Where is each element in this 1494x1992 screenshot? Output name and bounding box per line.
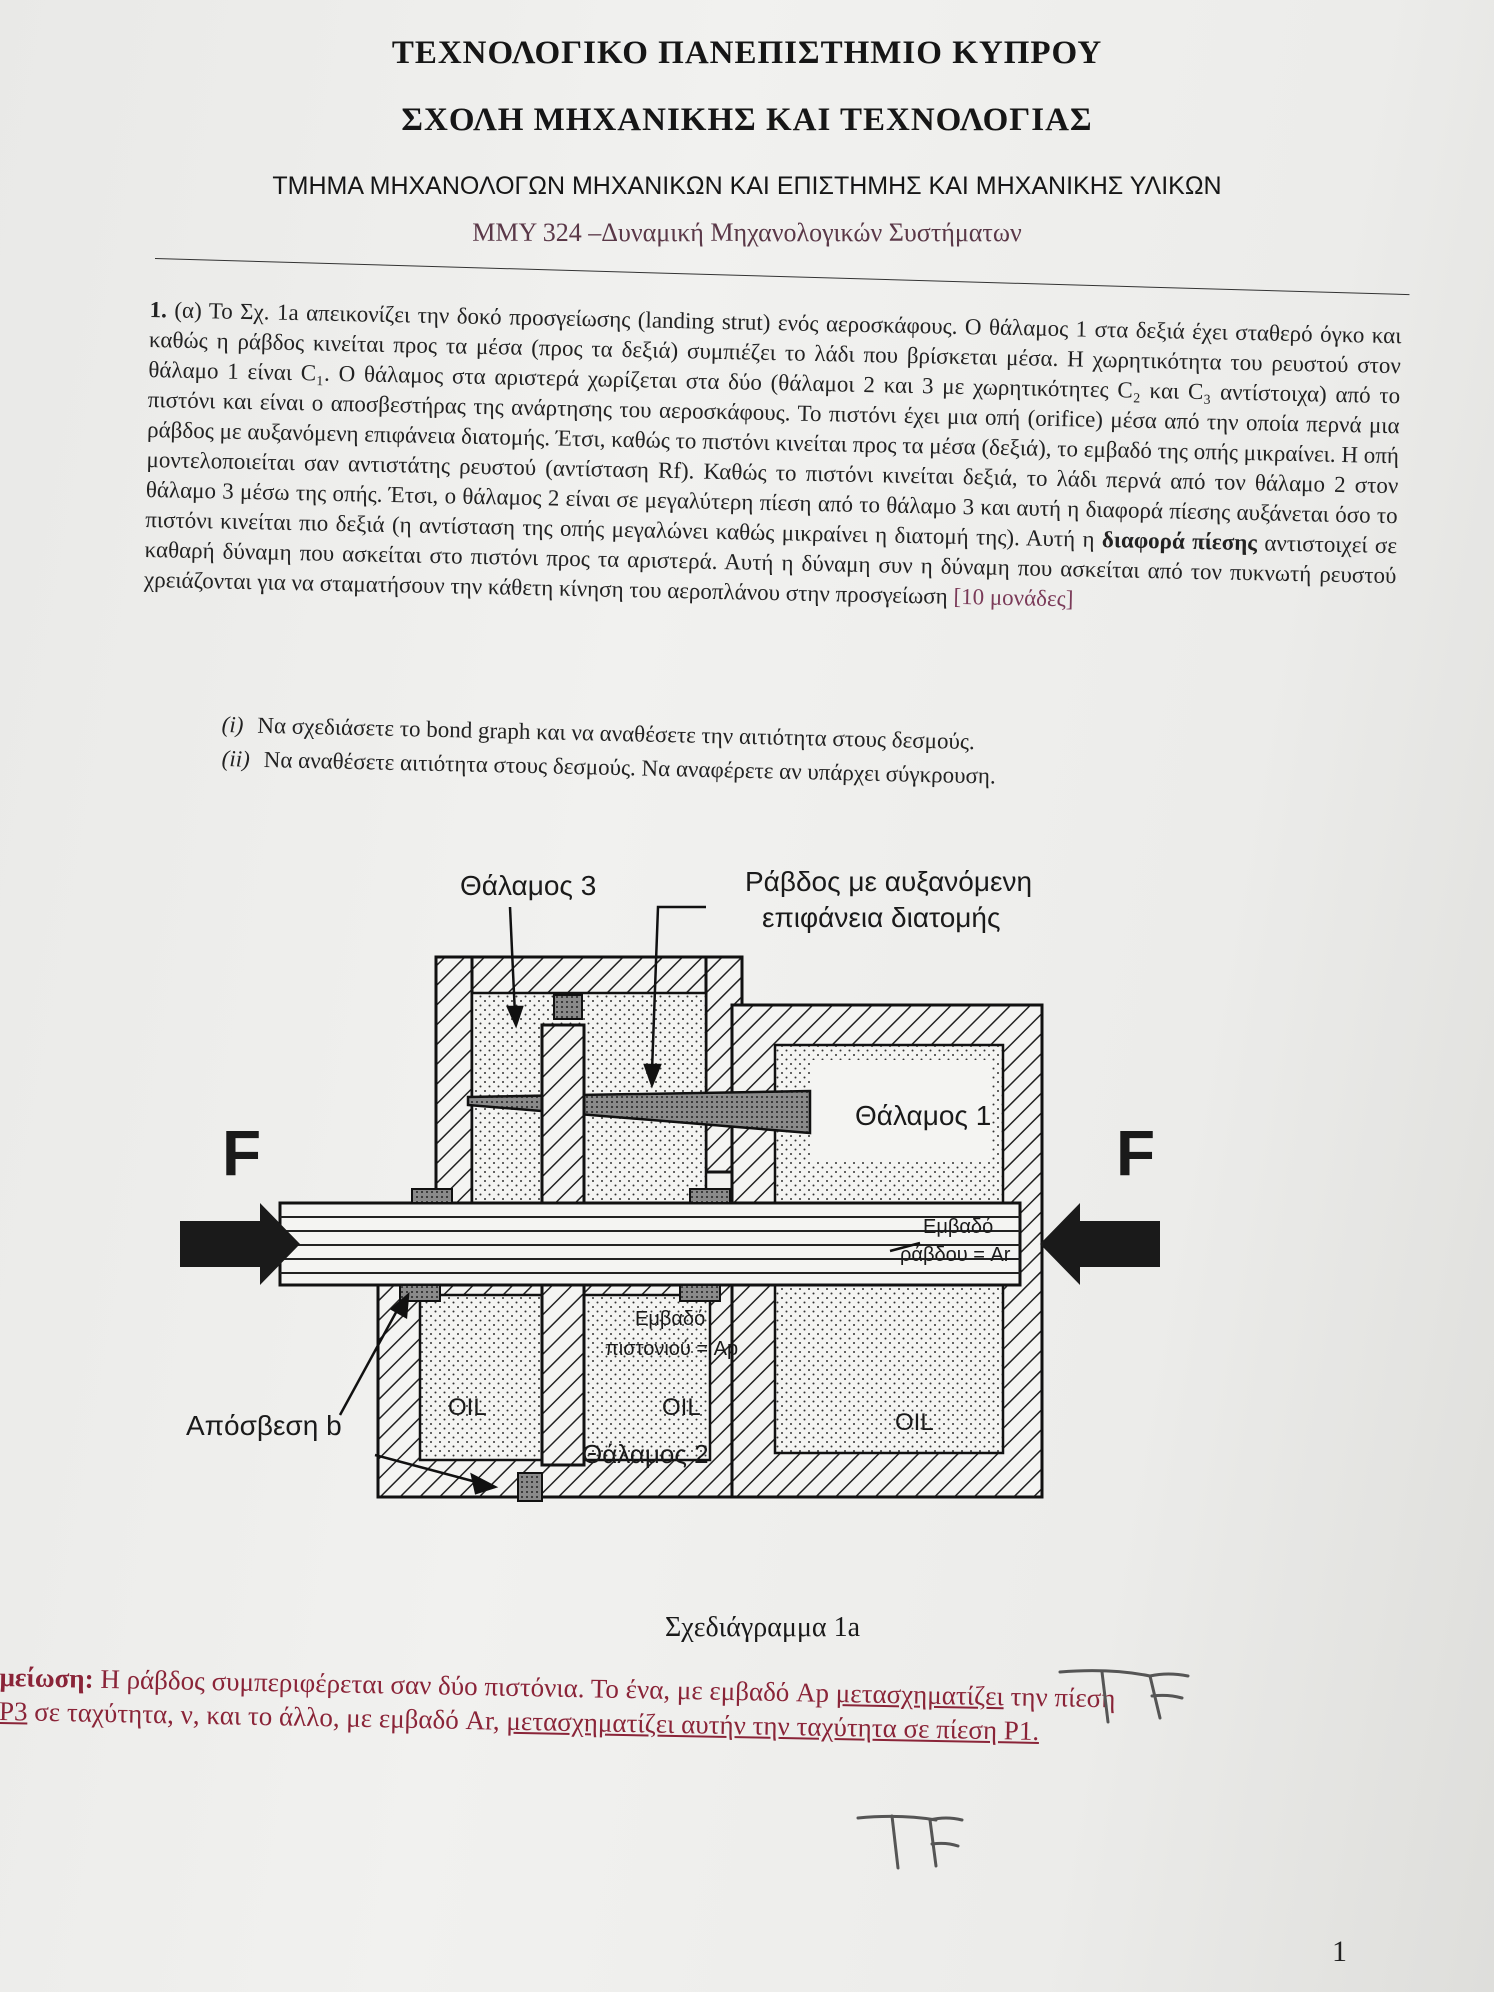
figure-caption: Σχεδιάγραμμα 1a bbox=[665, 1612, 861, 1643]
department-title: ΤΜΗΜΑ ΜΗΧΑΝΟΛΟΓΩΝ ΜΗΧΑΝΙΚΩΝ ΚΑΙ ΕΠΙΣΤΗΜΗ… bbox=[272, 172, 1222, 200]
course-title: ΜΜΥ 324 –Δυναμική Μηχανολογικών Συστήματ… bbox=[472, 218, 1022, 247]
label-piston-area-line1: Εμβαδό bbox=[635, 1308, 705, 1330]
handwritten-tf-2 bbox=[856, 1814, 964, 1870]
leader-lines bbox=[338, 905, 921, 1495]
label-oil-mid: OIL bbox=[662, 1394, 701, 1421]
force-label-right: F bbox=[1116, 1117, 1155, 1189]
label-damping: Απόσβεση b bbox=[186, 1410, 342, 1441]
label-piston-area-line2: πιστονιού = Ap bbox=[605, 1338, 738, 1360]
label-chamber-3: Θάλαμος 3 bbox=[460, 870, 596, 901]
force-arrow-left bbox=[180, 1203, 300, 1285]
label-rod-area-line1: Εμβαδό bbox=[923, 1216, 993, 1238]
school-title: ΣΧΟΛΗ ΜΗΧΑΝΙΚΗΣ ΚΑΙ ΤΕΧΝΟΛΟΓΙΑΣ bbox=[401, 102, 1093, 138]
rod-seal-left-bottom bbox=[399, 1284, 441, 1302]
force-arrow-right bbox=[1040, 1203, 1160, 1285]
piston-seal-top bbox=[553, 994, 583, 1020]
label-rod-line2: επιφάνεια διατομής bbox=[762, 902, 1000, 933]
rod-seal-left-top bbox=[411, 1188, 453, 1204]
landing-strut-diagram: F F Θάλαμος 3 Ράβδος με αυξανόμενη επιφά… bbox=[180, 866, 1160, 1502]
piston-seal-bottom bbox=[517, 1472, 543, 1502]
rod-seal-right-bottom bbox=[679, 1284, 721, 1302]
label-rod-line1: Ράβδος με αυξανόμενη bbox=[745, 866, 1032, 897]
university-title: ΤΕΧΝΟΛΟΓΙΚΟ ΠΑΝΕΠΙΣΤΗΜΙΟ ΚΥΠΡΟΥ bbox=[391, 35, 1103, 71]
handwritten-tf-1 bbox=[1058, 1669, 1190, 1724]
chamber-1-label-area bbox=[810, 1060, 990, 1160]
label-chamber-1: Θάλαμος 1 bbox=[855, 1100, 991, 1131]
force-label-left: F bbox=[222, 1117, 261, 1189]
rod-seal-right-top bbox=[689, 1188, 731, 1204]
label-oil-left: OIL bbox=[448, 1394, 487, 1421]
label-oil-right: OIL bbox=[895, 1409, 934, 1436]
page-number: 1 bbox=[1332, 1935, 1347, 1968]
label-chamber-2: Θάλαμος 2 bbox=[582, 1439, 709, 1469]
label-rod-area-line2: ράβδου = Ar bbox=[900, 1244, 1011, 1266]
